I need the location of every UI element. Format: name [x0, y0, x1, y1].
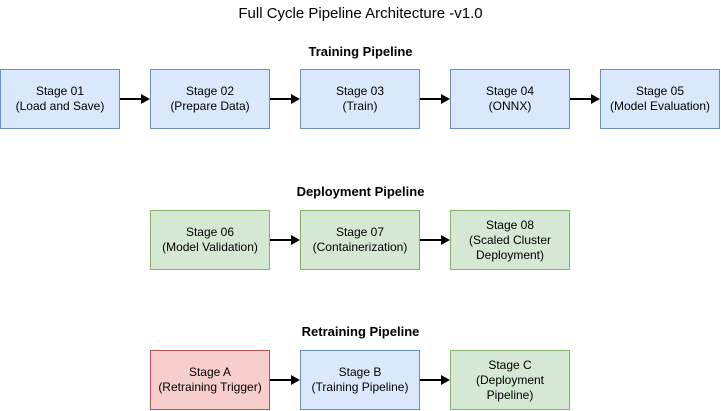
section-label-training: Training Pipeline	[308, 44, 413, 59]
arrow-line	[420, 379, 443, 381]
stage-name: Stage 08	[485, 217, 535, 232]
stage-name: Stage 03	[335, 84, 385, 98]
stage-b-node: Stage B (Training Pipeline)	[300, 350, 420, 410]
section-label-deployment: Deployment Pipeline	[296, 184, 425, 199]
stage-name: Stage A	[188, 365, 232, 379]
arrow-head-icon	[141, 94, 150, 104]
stage-detail: (Scaled Cluster Deployment)	[468, 232, 552, 262]
stage-name: Stage 02	[185, 84, 235, 98]
stage-detail: (Retraining Trigger)	[158, 380, 262, 394]
arrow-line	[420, 98, 443, 100]
stage-name: Stage 01	[35, 84, 85, 98]
flow-arrow	[420, 94, 450, 104]
stage-name: Stage 04	[485, 84, 535, 98]
stage-detail: (ONNX)	[488, 99, 532, 113]
stage-name: Stage 06	[185, 225, 235, 239]
arrow-line	[120, 98, 143, 100]
stage-08-node: Stage 08 (Scaled Cluster Deployment)	[450, 210, 570, 270]
stage-03-node: Stage 03 (Train)	[300, 69, 420, 129]
stage-detail: (Prepare Data)	[170, 99, 250, 113]
arrow-head-icon	[291, 94, 300, 104]
flow-arrow	[420, 375, 450, 385]
arrow-head-icon	[291, 375, 300, 385]
arrow-head-icon	[591, 94, 600, 104]
arrow-head-icon	[291, 235, 300, 245]
stage-c-node: Stage C (Deployment Pipeline)	[450, 350, 570, 410]
arrow-line	[420, 239, 443, 241]
stage-detail: (Deployment Pipeline)	[475, 372, 545, 402]
stage-detail: (Model Evaluation)	[609, 99, 711, 113]
flow-arrow	[270, 94, 300, 104]
stage-detail: (Containerization)	[312, 240, 408, 254]
stage-01-node: Stage 01 (Load and Save)	[0, 69, 120, 129]
arrow-line	[270, 239, 293, 241]
arrow-head-icon	[441, 94, 450, 104]
stage-name: Stage C	[488, 357, 532, 372]
stage-detail: (Load and Save)	[15, 99, 105, 113]
flow-arrow	[120, 94, 150, 104]
flow-arrow	[420, 235, 450, 245]
stage-name: Stage 07	[335, 225, 385, 239]
section-label-retraining: Retraining Pipeline	[301, 324, 420, 339]
stage-04-node: Stage 04 (ONNX)	[450, 69, 570, 129]
stage-06-node: Stage 06 (Model Validation)	[150, 210, 270, 270]
diagram-title: Full Cycle Pipeline Architecture -v1.0	[238, 5, 483, 22]
stage-detail: (Model Validation)	[162, 240, 258, 254]
stage-detail: (Train)	[342, 99, 378, 113]
stage-07-node: Stage 07 (Containerization)	[300, 210, 420, 270]
arrow-line	[270, 379, 293, 381]
stage-a-node: Stage A (Retraining Trigger)	[150, 350, 270, 410]
stage-detail: (Training Pipeline)	[311, 380, 409, 394]
arrow-line	[570, 98, 593, 100]
arrow-head-icon	[441, 375, 450, 385]
arrow-head-icon	[441, 235, 450, 245]
flow-arrow	[270, 235, 300, 245]
stage-name: Stage B	[338, 365, 382, 379]
stage-02-node: Stage 02 (Prepare Data)	[150, 69, 270, 129]
stage-name: Stage 05	[635, 84, 685, 98]
flow-arrow	[570, 94, 600, 104]
arrow-line	[270, 98, 293, 100]
stage-05-node: Stage 05 (Model Evaluation)	[600, 69, 720, 129]
flow-arrow	[270, 375, 300, 385]
